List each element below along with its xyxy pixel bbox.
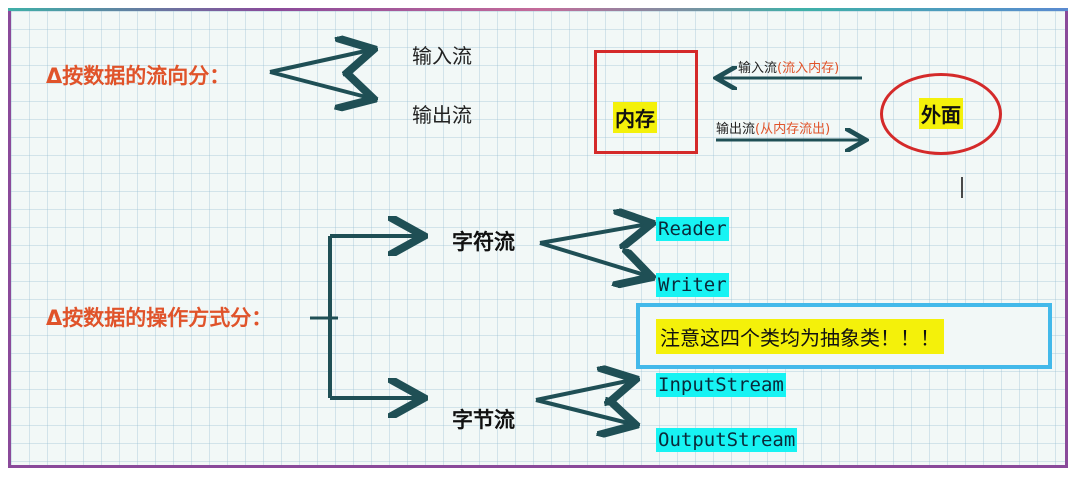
note-box: 注意这四个类均为抽象类！！！ xyxy=(636,303,1052,369)
output-arrow-label: 输出流 xyxy=(716,122,756,137)
input-arrow-note: (流入内存) xyxy=(777,61,840,76)
canvas-frame-top-border xyxy=(8,8,1068,11)
class-inputstream: InputStream xyxy=(656,373,786,397)
fork-arrow-input xyxy=(269,50,370,72)
note-text: 注意这四个类均为抽象类！！！ xyxy=(656,319,944,354)
label-byte-stream: 字节流 xyxy=(452,408,515,432)
output-arrow-note: (从内存流出) xyxy=(755,122,831,137)
label-input-stream: 输入流 xyxy=(412,44,472,68)
memory-box xyxy=(594,50,698,154)
heading-operation: Δ按数据的操作方式分： xyxy=(46,306,273,330)
fork-arrow-reader xyxy=(539,224,648,243)
heading-flow-direction: Δ按数据的流向分： xyxy=(46,64,231,88)
input-arrow-label: 输入流 xyxy=(738,61,778,76)
class-writer: Writer xyxy=(656,273,729,297)
label-char-stream: 字符流 xyxy=(452,230,515,254)
canvas-frame xyxy=(8,8,1068,468)
fork-arrow-inputstream xyxy=(535,380,632,400)
output-arrow-caption: 输出流(从内存流出) xyxy=(716,118,830,137)
fork-arrow-output xyxy=(269,70,370,98)
fork-arrow-outputstream xyxy=(535,400,632,424)
memory-label: 内存 xyxy=(613,102,657,133)
class-outputstream: OutputStream xyxy=(656,428,798,452)
fork-arrow-writer xyxy=(539,241,648,276)
label-output-stream: 输出流 xyxy=(412,103,472,127)
outside-label: 外面 xyxy=(919,98,963,129)
input-arrow-caption: 输入流(流入内存) xyxy=(738,57,839,76)
outside-ellipse xyxy=(880,73,1002,155)
class-reader: Reader xyxy=(656,217,729,241)
